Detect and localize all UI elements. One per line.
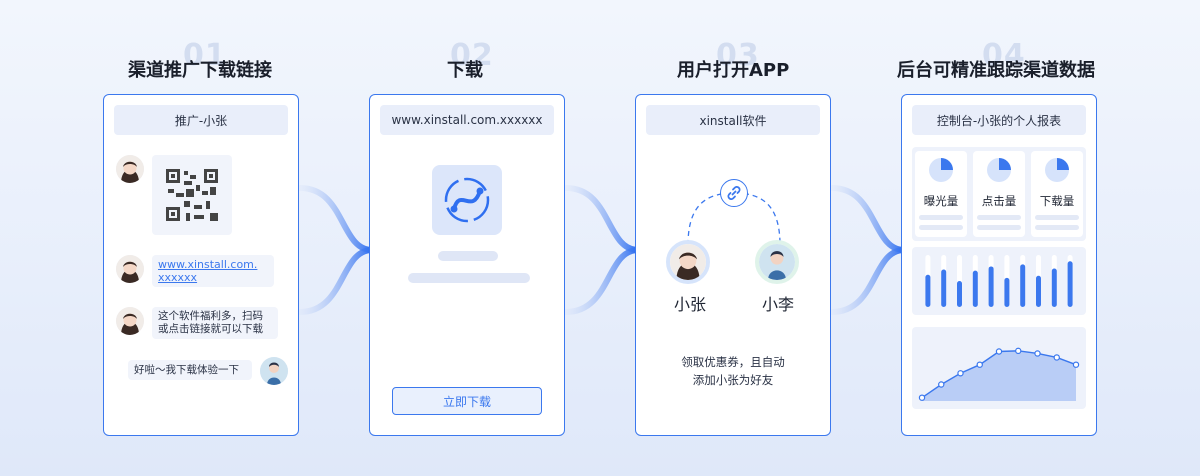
avatar bbox=[260, 357, 288, 385]
reply-bubble: 好啦～我下载体验一下 bbox=[128, 360, 252, 380]
line-point bbox=[1072, 361, 1080, 368]
line-point bbox=[1053, 354, 1060, 361]
bar-chart-panel bbox=[912, 247, 1086, 315]
step-title: 用户打开APP bbox=[677, 60, 790, 81]
step-number: 04 bbox=[982, 38, 1026, 73]
line-point bbox=[976, 361, 983, 368]
dashboard-card: 控制台-小张的个人报表 曝光量 点击量 下载量 bbox=[901, 94, 1097, 436]
stats-panel: 曝光量 点击量 下载量 bbox=[912, 147, 1086, 241]
avatar bbox=[755, 240, 799, 284]
placeholder-line bbox=[408, 273, 530, 283]
bar bbox=[988, 266, 994, 307]
card-header: 控制台-小张的个人报表 bbox=[912, 105, 1086, 135]
bar bbox=[1067, 261, 1073, 307]
link-icon bbox=[720, 179, 748, 207]
card-header: 推广-小张 bbox=[114, 105, 288, 135]
step-title: 下载 bbox=[447, 60, 483, 81]
note-text: 添加小张为好友 bbox=[692, 373, 774, 387]
qr-code-icon[interactable] bbox=[152, 155, 232, 235]
bar bbox=[941, 269, 947, 307]
bar bbox=[925, 274, 931, 307]
step-number: 02 bbox=[450, 38, 494, 73]
promo-card: 推广-小张 www.xinstall bbox=[103, 94, 299, 436]
line-point bbox=[1015, 347, 1022, 355]
step-title: 后台可精准跟踪渠道数据 bbox=[897, 60, 1095, 81]
download-link[interactable]: xxxxxx bbox=[158, 271, 198, 284]
avatar bbox=[666, 240, 710, 284]
bar bbox=[1051, 268, 1057, 307]
avatar bbox=[116, 155, 144, 183]
message-text: 或点击链接就可以下载 bbox=[158, 323, 263, 335]
download-card: www.xinstall.com.xxxxxx 立即下载 bbox=[369, 94, 565, 436]
person-name: 小张 bbox=[674, 295, 707, 314]
bar bbox=[1004, 277, 1010, 307]
connection-line bbox=[687, 192, 781, 246]
step-number: 01 bbox=[183, 38, 227, 73]
bar bbox=[972, 270, 978, 307]
pie-icon bbox=[987, 158, 1011, 182]
line-point bbox=[995, 348, 1003, 355]
line-chart-panel bbox=[912, 327, 1086, 409]
stat-label: 曝光量 bbox=[923, 194, 959, 208]
download-button[interactable]: 立即下载 bbox=[392, 387, 542, 415]
stat-label: 下载量 bbox=[1039, 194, 1075, 208]
pie-icon bbox=[1045, 158, 1069, 182]
bar bbox=[1036, 275, 1041, 307]
stat-exposure: 曝光量 bbox=[915, 151, 967, 237]
line-area bbox=[922, 350, 1076, 401]
stat-clicks: 点击量 bbox=[973, 151, 1025, 237]
avatar bbox=[116, 307, 144, 335]
avatar bbox=[116, 255, 144, 283]
line-chart bbox=[918, 347, 1080, 401]
pie-icon bbox=[929, 158, 953, 182]
stat-downloads: 下载量 bbox=[1031, 151, 1083, 237]
line-point bbox=[1034, 350, 1041, 357]
app-name: xinstall软件 bbox=[646, 105, 820, 135]
message-bubble: 这个软件福利多，扫码 或点击链接就可以下载 bbox=[152, 307, 278, 339]
bar bbox=[1020, 264, 1026, 307]
line-point bbox=[938, 381, 945, 388]
bar bbox=[957, 281, 962, 307]
app-open-card: xinstall软件 小张 小李 领取优惠券，且自动 添加小张为好友 bbox=[635, 94, 831, 436]
person-name: 小李 bbox=[762, 295, 795, 314]
link-bubble[interactable]: www.xinstall.com. xxxxxx bbox=[152, 255, 274, 287]
step-title: 渠道推广下载链接 bbox=[128, 60, 272, 81]
line-point bbox=[957, 370, 964, 377]
line-point bbox=[918, 394, 926, 401]
bar-chart bbox=[925, 255, 1073, 307]
url-bar[interactable]: www.xinstall.com.xxxxxx bbox=[380, 105, 554, 135]
step-number: 03 bbox=[716, 38, 760, 73]
download-link[interactable]: www.xinstall.com. bbox=[158, 258, 258, 271]
xinstall-logo-icon bbox=[432, 165, 502, 235]
placeholder-line bbox=[438, 251, 498, 261]
message-text: 这个软件福利多，扫码 bbox=[158, 310, 263, 322]
note-text: 领取优惠券，且自动 bbox=[681, 355, 785, 369]
stat-label: 点击量 bbox=[981, 194, 1017, 208]
